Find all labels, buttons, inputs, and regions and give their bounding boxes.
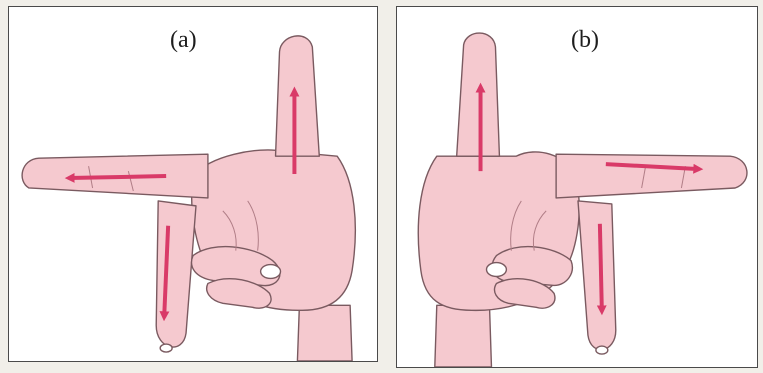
- panel-label-a: (a): [170, 27, 197, 54]
- right-hand-illustration: [397, 7, 757, 367]
- left-hand-illustration: [9, 7, 377, 361]
- panel-b: (b): [396, 6, 758, 368]
- panel-label-b: (b): [571, 27, 599, 54]
- hand-a: [22, 36, 355, 361]
- arrow-down: [600, 224, 602, 312]
- panel-a: (a): [8, 6, 378, 362]
- hand-b: [418, 33, 747, 367]
- arrow-left: [69, 176, 166, 178]
